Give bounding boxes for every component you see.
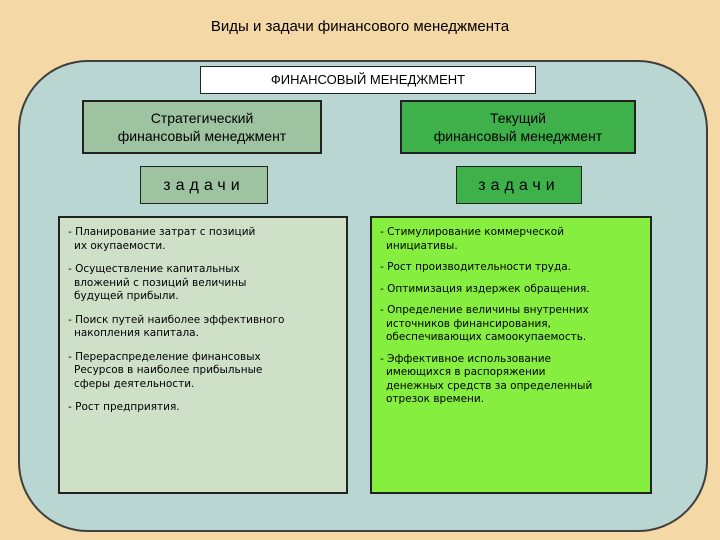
- current-tasks-label: задачи: [456, 166, 582, 204]
- list-item: - Перераспределение финансовых Ресурсов …: [68, 350, 263, 390]
- list-item: - Планирование затрат с позиций их окупа…: [68, 226, 256, 252]
- strategic-management-box: Стратегический финансовый менеджмент: [82, 100, 322, 154]
- strategic-title-line1: Стратегический: [150, 110, 254, 126]
- list-item: - Стимулирование коммерческой инициативы…: [380, 226, 565, 252]
- list-item: - Рост предприятия.: [68, 401, 180, 413]
- list-item: - Поиск путей наиболее эффективного нако…: [68, 313, 285, 340]
- list-item: - Оптимизация издержек обращения.: [380, 282, 590, 295]
- list-item: - Эффективное использование имеющихся в …: [380, 352, 593, 406]
- page-title: Виды и задачи финансового менеджмента: [210, 18, 510, 35]
- current-title-line1: Текущий: [490, 110, 546, 126]
- list-item: - Определение величины внутренних источн…: [380, 304, 589, 343]
- strategic-tasks-label: задачи: [140, 166, 268, 204]
- current-tasks-list: - Стимулирование коммерческой инициативы…: [370, 216, 652, 494]
- main-heading: ФИНАНСОВЫЙ МЕНЕДЖМЕНТ: [200, 66, 536, 94]
- strategic-title-line2: финансовый менеджмент: [117, 128, 287, 144]
- list-item: - Осуществление капитальных вложений с п…: [68, 263, 247, 302]
- strategic-tasks-list: - Планирование затрат с позиций их окупа…: [58, 216, 348, 494]
- current-management-box: Текущий финансовый менеджмент: [400, 100, 636, 154]
- list-item: - Рост производительности труда.: [380, 261, 572, 273]
- current-title-line2: финансовый менеджмент: [433, 128, 603, 144]
